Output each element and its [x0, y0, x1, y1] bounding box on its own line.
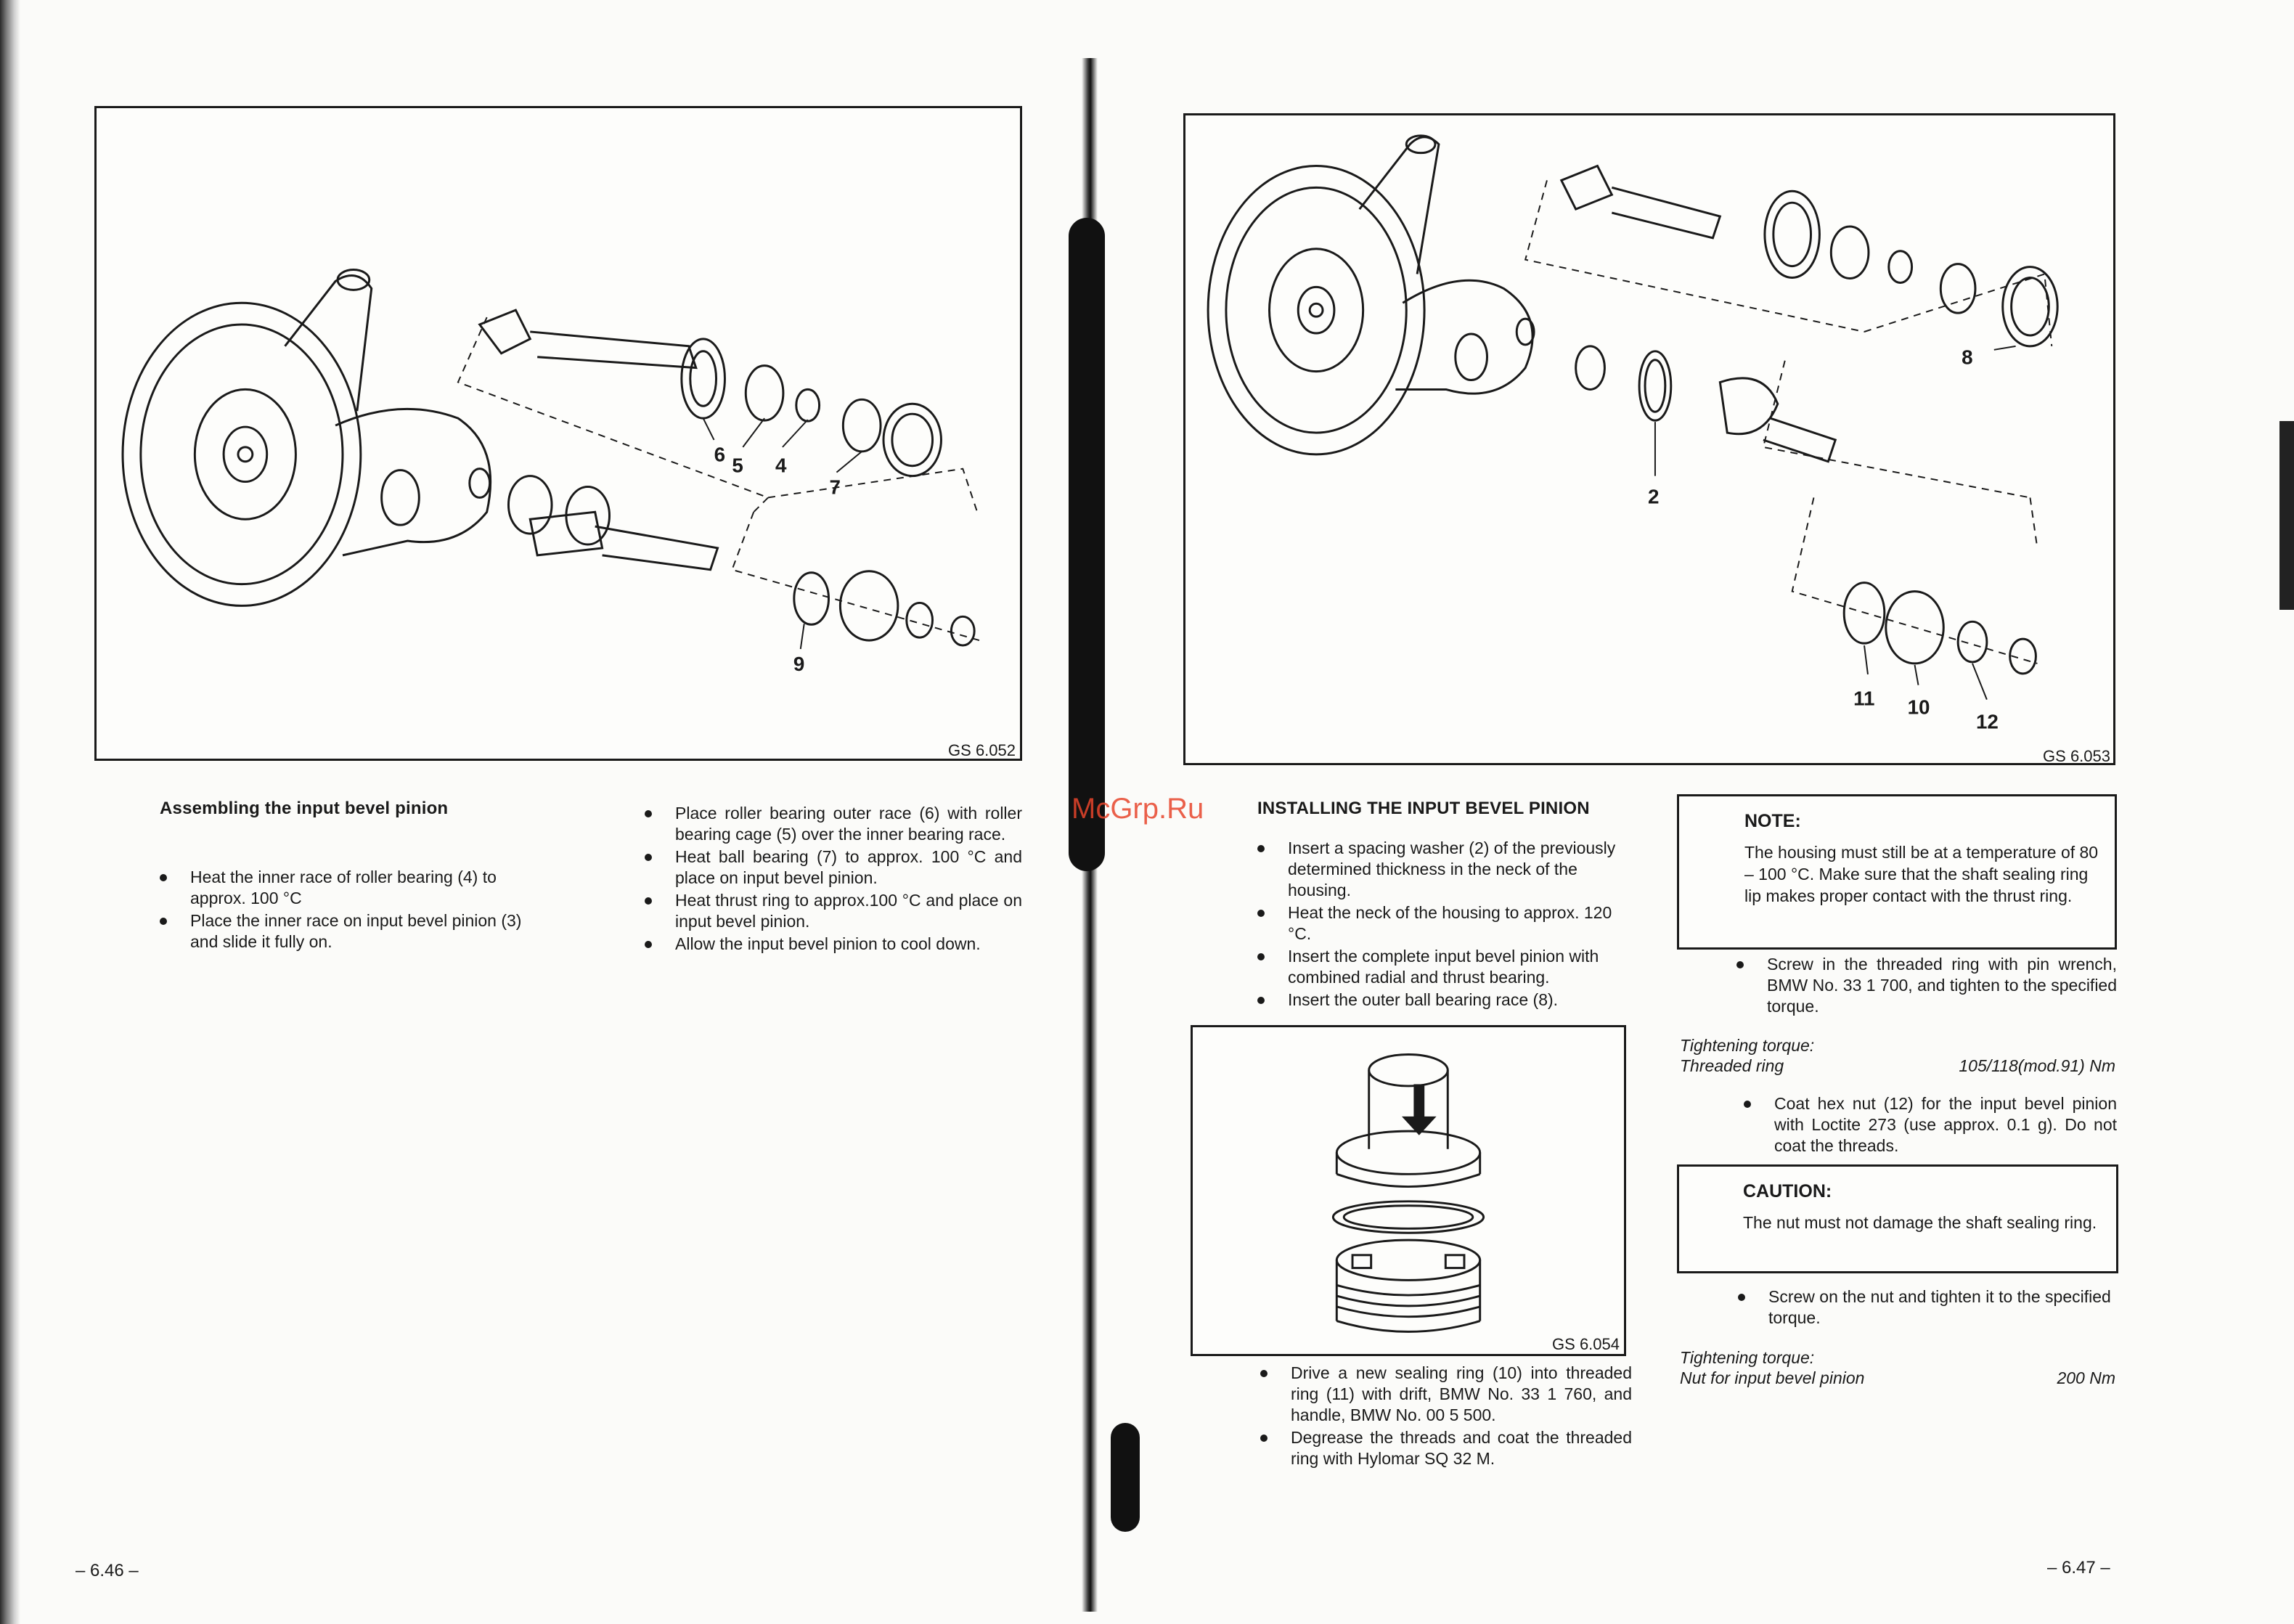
torque-item: Threaded ring: [1680, 1056, 1784, 1075]
bullet-item: Allow the input bevel pinion to cool dow…: [643, 934, 1022, 955]
figure-gs-6052: 6 5 4 7 9 GS 6.052: [94, 106, 1022, 761]
torque-label: Tightening torque:: [1680, 1036, 1815, 1055]
note-text: The housing must still be at a temperatu…: [1744, 843, 2099, 905]
callout-5: 5: [732, 454, 743, 477]
bullet-list-right-c: Screw in the threaded ring with pin wren…: [1735, 954, 2117, 1019]
bullet-item: Place roller bearing outer race (6) with…: [643, 803, 1022, 845]
callout-11: 11: [1853, 687, 1874, 710]
callout-8: 8: [1962, 346, 1972, 369]
bullet-item: Place the inner race on input bevel pini…: [158, 910, 536, 952]
bullet-item: Heat the inner race of roller bearing (4…: [158, 867, 536, 909]
callout-12: 12: [1976, 710, 1999, 733]
section-heading-left: Assembling the input bevel pinion: [160, 799, 449, 818]
figure-gs-6053: 8 2 11 10 12 GS 6.053: [1183, 113, 2115, 765]
bullet-list-left-col1: Heat the inner race of roller bearing (4…: [158, 867, 536, 954]
bullet-item: Degrease the threads and coat the thread…: [1259, 1427, 1632, 1469]
section-heading-right: INSTALLING THE INPUT BEVEL PINION: [1257, 799, 1590, 818]
torque-value: 200 Nm: [2057, 1368, 2115, 1387]
caution-title: CAUTION:: [1743, 1181, 1832, 1201]
left-edge-shadow: [0, 0, 20, 1624]
torque-spec-nut: Tightening torque: Nut for input bevel p…: [1680, 1347, 2118, 1388]
torque-spec-threaded-ring: Tightening torque: Threaded ring 105/118…: [1680, 1035, 2118, 1076]
note-box: NOTE: The housing must still be at a tem…: [1677, 794, 2117, 950]
bullet-item: Screw in the threaded ring with pin wren…: [1735, 954, 2117, 1017]
torque-item: Nut for input bevel pinion: [1680, 1368, 1865, 1387]
bullet-item: Insert the outer ball bearing race (8).: [1256, 990, 1633, 1011]
bullet-item: Screw on the nut and tighten it to the s…: [1736, 1286, 2121, 1329]
note-title: NOTE:: [1744, 811, 1801, 831]
figure-label: GS 6.054: [1552, 1335, 1620, 1353]
torque-value: 105/118(mod.91) Nm: [1959, 1056, 2115, 1075]
page-number-right: – 6.47 –: [2047, 1558, 2110, 1578]
sealing-ring-drift-drawing: [1331, 1053, 1485, 1333]
callout-4: 4: [775, 454, 787, 477]
bullet-list-right-a: Insert a spacing washer (2) of the previ…: [1256, 838, 1633, 1012]
bullet-item: Coat hex nut (12) for the input bevel pi…: [1742, 1093, 2117, 1156]
bullet-list-left-col2: Place roller bearing outer race (6) with…: [643, 803, 1022, 956]
bullet-list-right-d: Coat hex nut (12) for the input bevel pi…: [1742, 1093, 2117, 1158]
bullet-list-right-e: Screw on the nut and tighten it to the s…: [1736, 1286, 2121, 1330]
binding-blot-lower: [1111, 1423, 1140, 1532]
caution-box: CAUTION: The nut must not damage the sha…: [1677, 1164, 2118, 1273]
bullet-item: Heat ball bearing (7) to approx. 100 °C …: [643, 846, 1022, 889]
exploded-view-drawing: 8 2 11 10 12: [1207, 134, 2059, 733]
bullet-item: Insert a spacing washer (2) of the previ…: [1256, 838, 1633, 901]
exploded-view-drawing: 6 5 4 7 9: [121, 269, 985, 675]
figure-label: GS 6.052: [948, 741, 1016, 759]
right-edge-shadow: [2279, 421, 2294, 610]
bullet-item: Heat the neck of the housing to approx. …: [1256, 902, 1633, 944]
watermark: McGrp.Ru: [1072, 793, 1204, 825]
figure-gs-6054: GS 6.054: [1191, 1025, 1626, 1356]
bullet-item: Heat thrust ring to approx.100 °C and pl…: [643, 890, 1022, 932]
page-number-left: – 6.46 –: [75, 1561, 139, 1580]
callout-7: 7: [829, 476, 840, 498]
bullet-item: Drive a new sealing ring (10) into threa…: [1259, 1363, 1632, 1426]
bullet-list-right-b: Drive a new sealing ring (10) into threa…: [1259, 1363, 1632, 1471]
bullet-item: Insert the complete input bevel pinion w…: [1256, 946, 1633, 988]
torque-label: Tightening torque:: [1680, 1348, 1815, 1367]
callout-6: 6: [714, 444, 725, 466]
callout-2: 2: [1648, 485, 1659, 507]
caution-text: The nut must not damage the shaft sealin…: [1743, 1213, 2097, 1232]
callout-9: 9: [793, 653, 804, 675]
callout-10: 10: [1908, 695, 1930, 718]
binding-blot: [1069, 218, 1105, 871]
figure-label: GS 6.053: [2043, 747, 2110, 765]
